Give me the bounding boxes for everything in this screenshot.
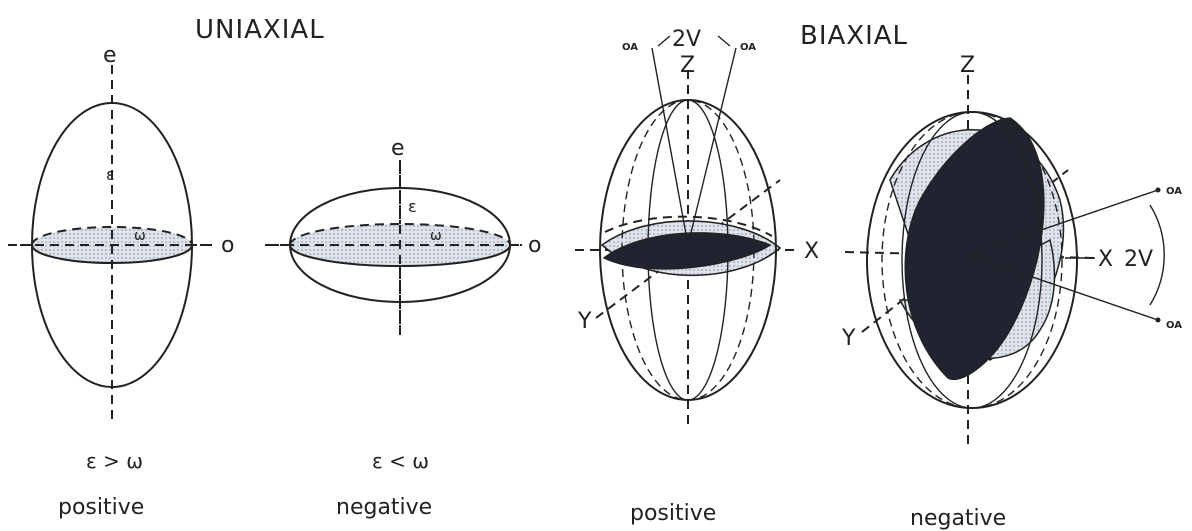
biaxial-negative-z-label: Z [960,53,975,78]
uniaxial-positive-o-label: o [221,233,234,258]
biaxial-negative-x-label: X [1098,247,1113,272]
uniaxial-negative-omega-label: ω [430,228,442,244]
biaxial-negative-caption: negative [910,506,1006,531]
optic-axis-left [651,47,689,246]
biaxial-negative-oa-bottom: OA [1166,320,1182,331]
uniaxial-negative-o-label: o [528,233,541,258]
biaxial-negative-oa-top: OA [1166,186,1182,197]
heading-biaxial: BIAXIAL [800,21,908,51]
uniaxial-positive-caption: positive [58,495,144,520]
uniaxial-positive-relation: ε > ω [86,449,143,473]
uniaxial-negative-relation: ε < ω [372,449,429,473]
biaxial-positive-z-label: Z [680,53,695,78]
uniaxial-positive-omega-label: ω [134,228,146,244]
uniaxial-positive-e-label: e [103,43,117,68]
uniaxial-negative-indicatrix [265,160,522,335]
uniaxial-negative-e-label: e [391,136,405,161]
biaxial-positive-caption: positive [630,501,716,526]
y-axis [595,179,781,319]
circular-section-front [289,244,511,267]
dark-section [904,117,1045,381]
uniaxial-negative-caption: negative [336,495,432,520]
circular-section-back [289,223,511,246]
section-dashed-top [604,215,773,237]
uniaxial-negative-epsilon-label: ε [408,197,417,216]
biaxial-positive-oa-left: OA [622,42,638,53]
uniaxial-positive-indicatrix [8,65,215,420]
2v-arc [1149,204,1165,306]
biaxial-positive-2v-label: 2V [672,27,701,52]
biaxial-positive-oa-right: OA [740,42,756,53]
circular-section-back [31,226,193,246]
meridian-dashed [881,111,1063,409]
uniaxial-positive-epsilon-label: ε [106,165,115,184]
biaxial-negative-2v-label: 2V [1124,247,1153,272]
heading-uniaxial: UNIAXIAL [195,15,325,45]
optic-axis-bottom [967,254,1159,321]
biaxial-positive-x-label: X [804,239,819,264]
biaxial-positive-indicatrix [575,35,800,430]
optic-axis-right [687,47,737,246]
meridian-dashed [621,99,755,401]
biaxial-negative-y-label: Y [841,326,856,351]
biaxial-positive-y-label: Y [577,309,592,334]
biaxial-negative-indicatrix [844,75,1165,445]
optic-axis-top [967,189,1159,256]
